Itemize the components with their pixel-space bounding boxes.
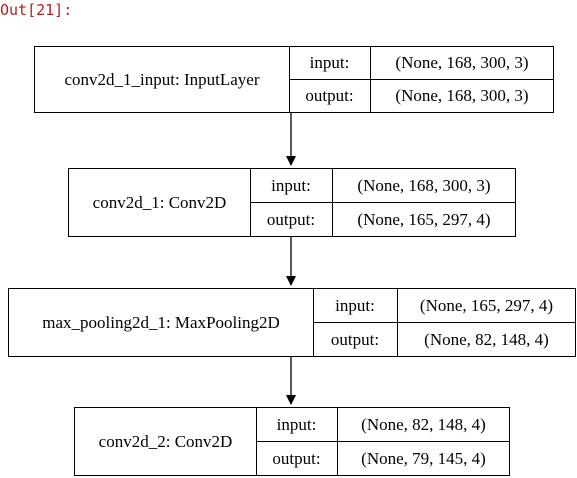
input-label: input: <box>250 169 333 203</box>
layer-node-max-pooling2d-1: max_pooling2d_1: MaxPooling2D input: out… <box>8 288 576 357</box>
output-shape: (None, 79, 145, 4) <box>361 448 486 468</box>
input-shape: (None, 165, 297, 4) <box>398 289 575 323</box>
layer-name: max_pooling2d_1: MaxPooling2D <box>9 289 314 356</box>
input-label: input: <box>256 408 338 442</box>
layer-node-input: conv2d_1_input: InputLayer input: output… <box>34 46 554 113</box>
layer-node-conv2d-1: conv2d_1: Conv2D input: output: (None, 1… <box>68 168 516 237</box>
input-label: input: <box>313 289 398 323</box>
input-shape: (None, 168, 300, 3) <box>371 47 553 80</box>
layer-name: conv2d_2: Conv2D <box>75 408 257 475</box>
output-prompt: Out[21]: <box>0 1 73 19</box>
output-label: output: <box>313 323 398 356</box>
output-label: output: <box>289 80 371 112</box>
output-shape: (None, 82, 148, 4) <box>424 329 549 349</box>
input-shape: (None, 82, 148, 4) <box>338 408 509 442</box>
input-label: input: <box>289 47 371 80</box>
output-shape: (None, 165, 297, 4) <box>357 209 491 229</box>
layer-name: conv2d_1: Conv2D <box>69 169 251 236</box>
output-label: output: <box>250 203 333 236</box>
output-shape: (None, 168, 300, 3) <box>395 86 529 105</box>
input-shape: (None, 168, 300, 3) <box>333 169 515 203</box>
output-label: output: <box>256 442 338 475</box>
layer-node-conv2d-2: conv2d_2: Conv2D input: output: (None, 8… <box>74 407 510 476</box>
layer-name: conv2d_1_input: InputLayer <box>35 47 290 112</box>
